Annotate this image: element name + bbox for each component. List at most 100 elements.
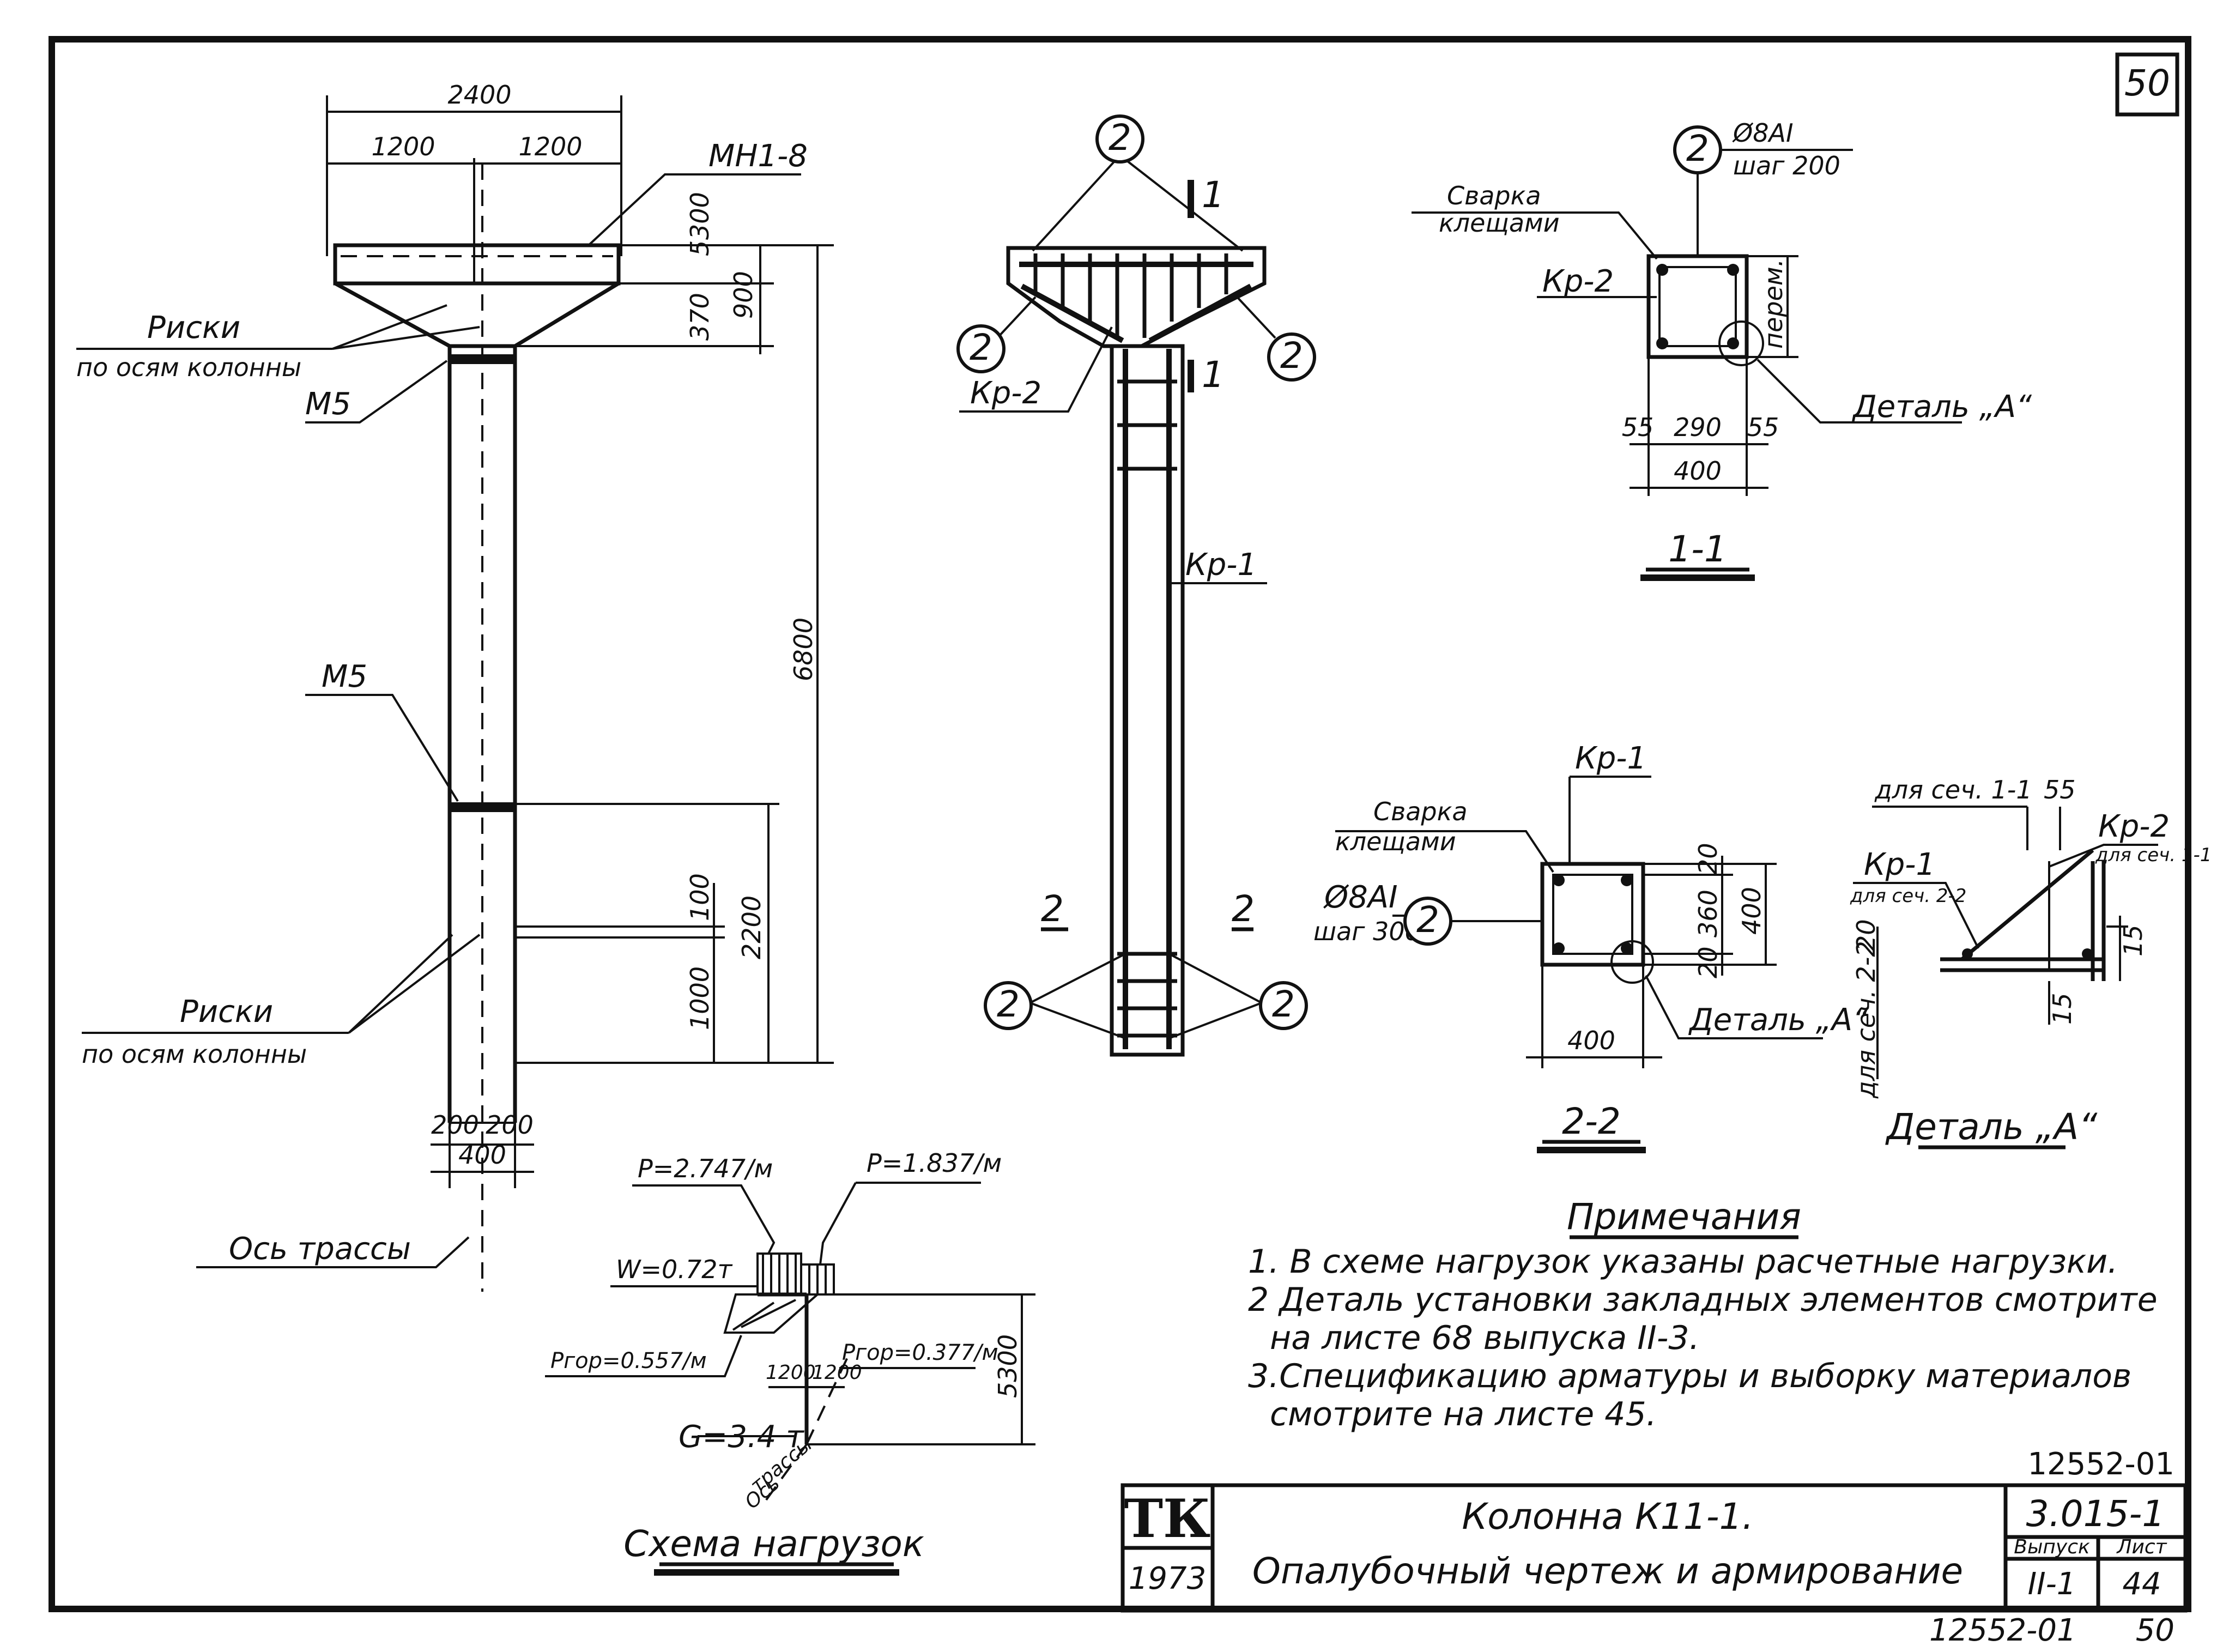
sheet-number: 44 [2122, 1566, 2161, 1602]
marks-label-top: Риски [147, 310, 240, 346]
bar-callout-right: 2 [1280, 335, 1303, 377]
section-1-1: 2 Ø8AI шаг 200 Сварка клещами Кр-2 перем… [1412, 118, 2032, 581]
detail-dim-55: 55 [2044, 775, 2076, 804]
detail-a-title: Деталь „А“ [1885, 1106, 2098, 1148]
detail-kr2-note: для сеч. 1-1 [2095, 844, 2212, 866]
load-p-hor-right: Pгор=0.377/м [842, 1340, 998, 1365]
page-number: 50 [2124, 62, 2170, 104]
notes-line-4: 3.Спецификацию арматуры и выборку матери… [1248, 1357, 2131, 1395]
section-2-weld-2: клещами [1335, 827, 1456, 856]
dim-100: 100 [685, 873, 714, 921]
load-weight: G=3.4 т [679, 1419, 804, 1455]
section-2-2: Кр-1 Сварка клещами 2 20 360 20 400 Дета… [1335, 741, 1869, 1153]
marks-label-bottom: Риски [180, 994, 273, 1030]
detail-for-section-2: для сеч. 2-2 [1851, 941, 1881, 1099]
dim-900: 900 [729, 271, 758, 319]
dim-height: 6800 [789, 618, 818, 681]
section-1-dim-400: 400 [1674, 456, 1722, 486]
section-1-rebar-step: шаг 200 [1733, 151, 1840, 180]
section-2-dim-360: 360 [1693, 889, 1723, 937]
load-wind: W=0.72т [616, 1255, 732, 1284]
cage-top-label: Кр-2 [970, 376, 1041, 411]
dim-half-left: 1200 [371, 132, 435, 161]
detail-for-section-1: для сеч. 1-1 [1874, 775, 2032, 804]
notes-line-3: на листе 68 выпуска II-3. [1270, 1319, 1700, 1357]
section-1-bar-mark: 2 [1686, 128, 1709, 170]
section-1-dim-290: 290 [1674, 413, 1722, 442]
detail-dim-15-top: 15 [2118, 924, 2148, 957]
issue: II-1 [2028, 1566, 2076, 1602]
section-mark-2-right: 2 [1232, 888, 1255, 930]
sheet-label: Лист [2116, 1536, 2167, 1558]
detail-dim-15-bottom: 15 [2048, 993, 2077, 1025]
code-bottom: 12552-01 [1929, 1613, 2076, 1648]
load-scheme: 5300 P=2.747/м P=1.837/м W=0.72т Pгор=0.… [545, 1148, 1035, 1576]
section-1-title: 1-1 [1668, 528, 1727, 570]
section-2-title: 2-2 [1562, 1100, 1621, 1142]
notes-line-1: 1. В схеме нагрузок указаны расчетные на… [1248, 1243, 2118, 1281]
dim-total-width: 2400 [447, 80, 511, 110]
section-mark-2-left: 2 [1041, 888, 1064, 930]
notes-heading: Примечания [1567, 1196, 1801, 1238]
detail-a: для сеч. 1-1 55 Кр-2 для сеч. 1-1 Кр-1 д… [1850, 775, 2212, 1149]
rebar-step: шаг 300 [1313, 917, 1421, 946]
section-mark-1-top: 1 [1202, 174, 1225, 216]
sheet-frame: 50 [49, 36, 2191, 1612]
section-1-weld-1: Сварка [1447, 181, 1541, 210]
dim-370: 370 [685, 293, 714, 341]
dim-col-width: 400 [458, 1140, 506, 1170]
column-stirrups [1117, 379, 1177, 1038]
section-1-detail-ref: Деталь „А“ [1851, 389, 2032, 425]
marks-sub-top: по осям колонны [76, 353, 301, 382]
section-1-dim-55-right: 55 [1747, 413, 1779, 442]
embed-m5-top: М5 [305, 386, 351, 422]
detail-dim-20: 20 [1851, 919, 1881, 951]
section-2-weld-1: Сварка [1373, 797, 1468, 826]
bar-callout-top: 2 [1109, 117, 1131, 159]
dim-2200: 2200 [737, 895, 766, 959]
cage-body-label: Кр-1 [1185, 547, 1257, 583]
dim-col-half-right: 200 [486, 1110, 534, 1140]
issue-label: Выпуск [2014, 1536, 2090, 1558]
notes: Примечания 1. В схеме нагрузок указаны р… [1248, 1196, 2158, 1433]
section-2-dim-20-top: 20 [1693, 843, 1723, 875]
dim-300: 300 [685, 192, 714, 240]
load-p-right: P=1.837/м [867, 1148, 1002, 1178]
section-2-dim-400-right: 400 [1737, 887, 1766, 935]
head-stirrups [1033, 253, 1228, 338]
detail-kr2: Кр-2 [2098, 809, 2170, 844]
section-1-weld-2: клещами [1439, 208, 1560, 238]
title-block: 12552-01 ТК 1973 Колонна К11-1. Опалубоч… [1120, 1447, 2188, 1648]
load-p-hor-left: Pгор=0.557/м [550, 1348, 707, 1373]
formwork-elevation: 2400 1200 1200 МН1-8 300 5 370 900 6800 [76, 80, 834, 1292]
title-subtitle: Опалубочный чертеж и армирование [1252, 1550, 1963, 1592]
section-2-cage: Кр-1 [1575, 741, 1646, 776]
notes-line-2: 2 Деталь установки закладных элементов с… [1248, 1281, 2158, 1319]
section-2-dim-20-bottom: 20 [1693, 946, 1723, 978]
bar-callout-bottom-left: 2 [997, 983, 1020, 1025]
code-top: 12552-01 [2027, 1447, 2175, 1482]
section-1-rebar-spec: Ø8AI [1732, 118, 1794, 148]
section-2-detail-ref: Деталь „А“ [1688, 1002, 1869, 1038]
section-1-cage: Кр-2 [1542, 264, 1614, 299]
embed-m5-mid: М5 [322, 659, 367, 694]
notes-line-5: смотрите на листе 45. [1270, 1395, 1657, 1433]
section-mark-1-bottom: 1 [1202, 354, 1225, 396]
section-1-dim-var: перем. [1759, 259, 1788, 349]
section-1-dim-55-left: 55 [1622, 413, 1654, 442]
embed-top-label: МН1-8 [708, 138, 808, 174]
bar-callout-bottom-right: 2 [1272, 983, 1295, 1025]
page-bottom: 50 [2136, 1613, 2175, 1648]
series: 3.015-1 [2026, 1493, 2165, 1535]
detail-kr1-note: для сеч. 2-2 [1850, 885, 1966, 907]
load-p-left: P=2.747/м [638, 1154, 773, 1183]
dim-5: 5 [685, 240, 714, 256]
marks-sub-bottom: по осям колонны [82, 1039, 307, 1069]
title-name: Колонна К11-1. [1462, 1496, 1753, 1538]
section-2-bar-mark: 2 [1416, 899, 1439, 941]
rebar-spec: Ø8AI [1323, 880, 1398, 915]
dim-half-right: 1200 [518, 132, 582, 161]
load-dim-right: 1200 [812, 1361, 862, 1384]
year: 1973 [1129, 1561, 1207, 1596]
